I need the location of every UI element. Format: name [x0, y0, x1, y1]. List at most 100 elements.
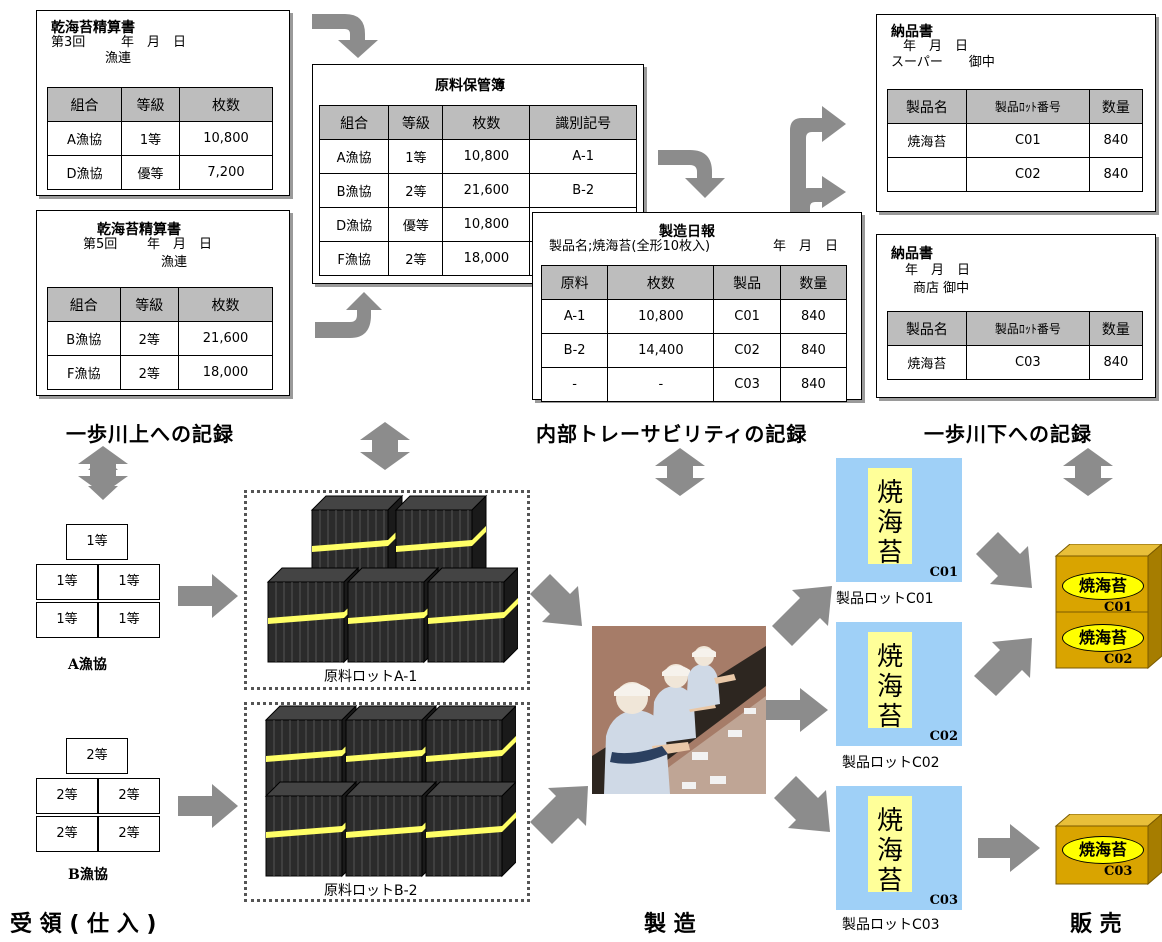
col-header: 組合: [46, 87, 123, 122]
grade-box: 1等: [98, 602, 160, 638]
grade-box: 1等: [98, 564, 160, 600]
cell: B-2: [540, 333, 609, 368]
cell: 21,600: [178, 321, 273, 356]
col-header: 数量: [1088, 89, 1144, 124]
cell: 18,000: [442, 241, 531, 276]
sales-code: C03: [1104, 864, 1133, 879]
grade-box: 2等: [66, 738, 128, 774]
cell: 2等: [388, 173, 444, 208]
cell: 2等: [119, 321, 180, 356]
cell: 840: [1088, 345, 1144, 380]
cell: 10,800: [179, 121, 273, 156]
cell: B漁協: [318, 173, 390, 208]
cell: 優等: [388, 207, 444, 242]
doc-title: 乾海苔精算書: [97, 222, 181, 238]
product-char: 苔: [876, 866, 903, 896]
cell: 840: [779, 299, 848, 334]
product-char: 焼: [876, 642, 903, 672]
cell: A-1: [540, 299, 609, 334]
product-char: 苔: [876, 702, 903, 732]
col-header: 枚数: [179, 87, 273, 122]
cell: 1等: [388, 139, 444, 174]
grade-box: 2等: [36, 816, 98, 852]
cell: A漁協: [46, 121, 123, 156]
raw-lot-a-label: 原料ロットA-1: [324, 669, 418, 685]
sales-code: C02: [1104, 652, 1133, 667]
col-header: 製品ﾛｯﾄ番号: [965, 311, 1090, 346]
col-header: 枚数: [442, 105, 531, 140]
product-char: 海: [876, 836, 903, 866]
product-label-strip: [868, 632, 912, 728]
supplier-b-name: B漁協: [68, 867, 108, 883]
cell: F漁協: [318, 241, 390, 276]
cell: 7,200: [179, 155, 273, 190]
cell: F漁協: [47, 355, 121, 390]
doc-title: 原料保管簿: [435, 78, 505, 94]
cell: D漁協: [46, 155, 123, 190]
cell: 21,600: [442, 173, 531, 208]
arrow-c01-to-sale: [976, 532, 1032, 588]
arrow-mfg-to-c03: [774, 776, 830, 832]
grade-box: 2等: [98, 778, 160, 814]
doc-title: 納品書: [891, 246, 933, 262]
arrow-rawb-to-mfg: [530, 786, 588, 844]
doc-round: 第3回: [51, 35, 86, 50]
col-header: 等級: [121, 87, 180, 122]
product-lot-c02-label: 製品ロットC02: [842, 755, 940, 771]
cell: B-2: [529, 173, 637, 208]
nori-bundles-b: [265, 705, 516, 877]
col-header: 枚数: [607, 265, 715, 300]
product-code: C02: [929, 729, 958, 744]
double-arrow-internal: [655, 448, 705, 496]
product-lot-c01-card: 焼 海 苔 C01: [836, 458, 962, 582]
col-header: 数量: [779, 265, 848, 300]
cell: -: [540, 367, 609, 402]
raw-lot-a-frame: [244, 490, 530, 690]
product-char: 海: [876, 508, 903, 538]
product-label-strip: [868, 796, 912, 892]
arrow-rawa-to-mfg: [530, 574, 582, 626]
cell: C02: [965, 157, 1090, 192]
grade-box: 1等: [36, 564, 98, 600]
arrow-mfg-to-c02: [766, 688, 828, 732]
cell: 焼海苔: [887, 123, 967, 158]
sales-crate-c01-c02: 焼海苔 C01 焼海苔 C02: [1040, 544, 1162, 674]
stage-manufacturing: 製 造: [644, 912, 696, 937]
cell: C03: [965, 345, 1090, 380]
crate-shape: [1054, 544, 1162, 670]
col-header: 製品名: [887, 311, 967, 346]
cell: C01: [965, 123, 1090, 158]
cell: 840: [779, 333, 848, 368]
doc-title: 乾海苔精算書: [51, 20, 135, 36]
doc-title: 製造日報: [659, 224, 715, 240]
cell: 2等: [119, 355, 180, 390]
cell: [887, 157, 967, 192]
arrow-c03-to-sale: [978, 824, 1040, 872]
curve-arrow-to-daily: [658, 150, 725, 198]
product-code: C03: [929, 893, 958, 908]
heading-downstream-record: 一歩川下への記録: [924, 422, 1092, 446]
col-header: 原料: [540, 265, 609, 300]
product-char: 焼: [876, 478, 903, 508]
product-lot-c01-label: 製品ロットC01: [836, 591, 934, 607]
arrow-b-to-rawlot: [178, 784, 238, 828]
cell: 1等: [121, 121, 180, 156]
product-lot-c03-label: 製品ロットC03: [842, 917, 940, 933]
doc-recipient: 商店 御中: [913, 281, 970, 296]
sales-code: C01: [1104, 600, 1133, 615]
product-lot-c02-card: 焼 海 苔 C02: [836, 622, 962, 746]
doc-round: 第5回: [83, 237, 118, 252]
doc-date: 年 月 日: [773, 239, 839, 254]
doc-sender: 漁連: [161, 255, 188, 270]
manufacturing-workers-image: [592, 626, 766, 794]
doc-title: 納品書: [891, 24, 933, 40]
col-header: 識別記号: [529, 105, 637, 140]
nori-bundles-a: [267, 495, 518, 663]
raw-lot-b-label: 原料ロットB-2: [324, 883, 418, 899]
